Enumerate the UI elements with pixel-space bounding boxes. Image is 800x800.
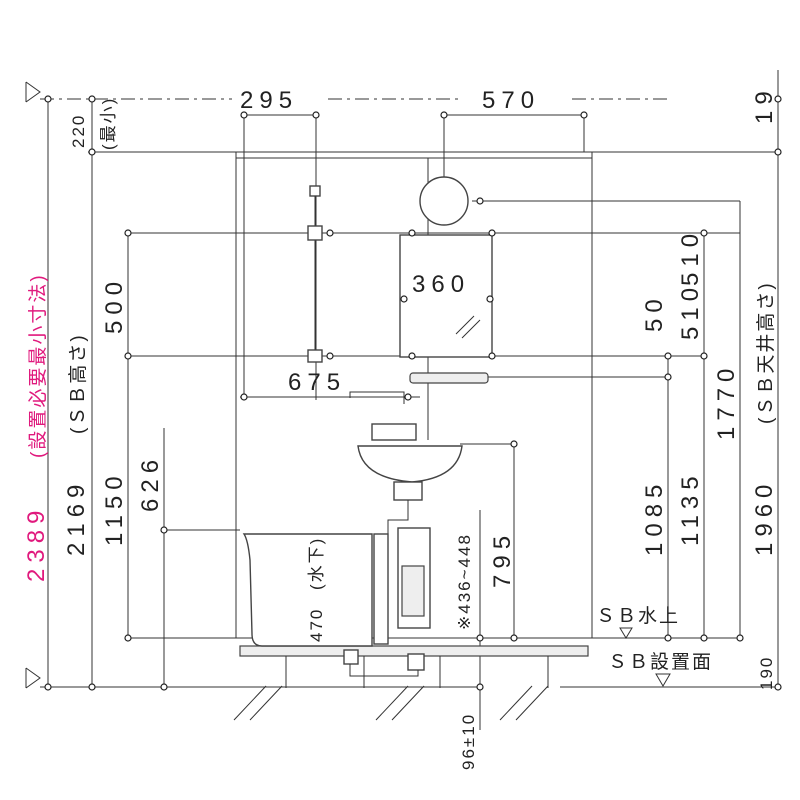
label-min-required: (設置必要最小寸法) bbox=[27, 273, 49, 458]
dim-190: 190 bbox=[757, 656, 776, 690]
label-range-note: ※436~448 bbox=[455, 533, 474, 630]
dim-626: 626 bbox=[137, 454, 164, 512]
dim-470: 470 bbox=[307, 608, 326, 642]
shower-fixture bbox=[307, 185, 323, 363]
dim-1085: 1085 bbox=[641, 479, 668, 556]
dim-360: 360 bbox=[412, 271, 470, 298]
dim-1150: 1150 bbox=[101, 470, 128, 546]
dim-19: 19 bbox=[751, 85, 778, 124]
vertical-dimension-lines bbox=[47, 70, 779, 730]
wash-basin bbox=[349, 391, 463, 645]
drain-pipes bbox=[343, 649, 425, 677]
dim-96: 96±10 bbox=[459, 713, 478, 770]
dim-2169: 2169 bbox=[63, 479, 90, 556]
dim-795: 795 bbox=[489, 530, 516, 588]
dim-1960: 1960 bbox=[751, 479, 778, 556]
dim-2389: 2389 bbox=[23, 505, 50, 582]
extension-lines bbox=[164, 114, 740, 531]
label-water-below: (水下) bbox=[307, 537, 326, 590]
break-markers bbox=[25, 81, 41, 689]
dim-510b: 510 bbox=[677, 282, 704, 340]
dim-500: 500 bbox=[101, 276, 128, 334]
label-min-small: (最小) bbox=[99, 97, 118, 150]
dim-675: 675 bbox=[288, 369, 346, 396]
label-water-level: ＳＢ水上 bbox=[596, 605, 680, 627]
base-legs bbox=[285, 656, 549, 688]
ceiling-light bbox=[419, 176, 469, 226]
label-ceiling-height: (ＳＢ天井高さ) bbox=[755, 281, 777, 424]
mirror bbox=[399, 234, 493, 358]
floor-hatch bbox=[233, 685, 549, 721]
dim-50: 50 bbox=[641, 293, 668, 332]
dim-1770: 1770 bbox=[713, 363, 740, 440]
dim-510: 510 bbox=[677, 228, 704, 286]
dim-570: 570 bbox=[482, 87, 540, 114]
label-install-surface: ＳＢ設置面 bbox=[608, 651, 713, 673]
bathtub bbox=[242, 533, 373, 647]
dim-295: 295 bbox=[240, 87, 298, 114]
dim-1135: 1135 bbox=[677, 470, 704, 546]
shelf bbox=[409, 372, 489, 384]
dimension-dots bbox=[44, 95, 782, 691]
label-sb-height: (ＳＢ高さ) bbox=[67, 333, 89, 434]
dim-220: 220 bbox=[69, 114, 88, 148]
level-markers bbox=[619, 627, 671, 687]
